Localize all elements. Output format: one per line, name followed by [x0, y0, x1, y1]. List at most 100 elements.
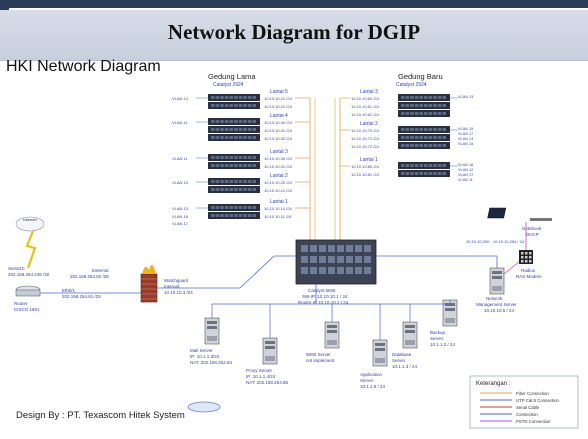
- switch-port: [211, 104, 215, 107]
- switch-port: [405, 172, 410, 175]
- baru-switch: [398, 170, 450, 177]
- switch-port: [424, 104, 428, 107]
- baru-switch: [398, 142, 450, 149]
- baru-switch-ip: 10.10.10.60 /24: [351, 96, 380, 101]
- switch-port: [433, 172, 437, 175]
- switch-port: [405, 112, 410, 115]
- switch-port: [220, 136, 224, 139]
- switch-port: [428, 136, 433, 139]
- baru-switch: [398, 126, 450, 133]
- lama-vlan-label: VLAN 13: [172, 206, 189, 211]
- firewall-flame: [142, 264, 156, 274]
- title-band: [0, 10, 588, 61]
- server-bay: [405, 325, 415, 328]
- switch-port: [229, 120, 233, 123]
- server-name: Mail Server: [190, 348, 213, 353]
- switch-port: [433, 164, 437, 167]
- baru-vlan-label: VLAN 13: [458, 95, 473, 99]
- baru-floor-label: Lantai 1: [360, 157, 378, 163]
- switch-port: [215, 214, 220, 217]
- lama-switch-ip: 10.10.10.42 /24: [264, 136, 293, 141]
- switch-port: [220, 96, 224, 99]
- switch-port: [220, 104, 224, 107]
- baru-vlan-label: VLAN 15: [458, 127, 473, 131]
- switch-port: [234, 206, 238, 209]
- legend-item-label: PSTN Connection: [516, 419, 551, 424]
- switch-port: [234, 156, 238, 159]
- server-panel: [207, 336, 217, 341]
- switch-port: [215, 156, 220, 159]
- switch-port: [433, 104, 437, 107]
- server-panel: [327, 340, 337, 345]
- core-switch-module: [337, 256, 344, 263]
- switch-port: [247, 188, 252, 191]
- switch-port: [234, 136, 238, 139]
- switch-port: [211, 164, 215, 167]
- lama-switch-ip: 10.10.10.21 /24: [264, 188, 293, 193]
- building-baru-subtitle: Catalyst 2924: [396, 82, 427, 88]
- server-detail: Server: [392, 358, 406, 363]
- baru-switch: [398, 102, 450, 109]
- switch-port: [252, 128, 256, 131]
- baru-vlan-label: VLAN 17: [458, 132, 473, 136]
- switch-port: [405, 96, 410, 99]
- core-switch-module: [364, 256, 371, 263]
- notebook-label: Notebook: [522, 226, 542, 231]
- switch-port: [247, 156, 252, 159]
- switch-port: [428, 172, 433, 175]
- router-eth-label: Eth0/1: [62, 288, 76, 293]
- core-switch-module: [301, 245, 308, 252]
- radius-modem-key: [525, 252, 528, 255]
- core-switch-body: [295, 239, 377, 285]
- lama-switch: [208, 102, 260, 109]
- switch-port: [428, 128, 433, 131]
- switch-port: [405, 104, 410, 107]
- lama-switch: [208, 154, 260, 161]
- switch-port: [243, 180, 247, 183]
- core-switch-module: [319, 256, 326, 263]
- switch-port: [419, 112, 423, 115]
- server-detail: Server: [360, 378, 374, 383]
- server-panel: [405, 340, 415, 345]
- switch-port: [234, 120, 238, 123]
- switch-port: [211, 96, 215, 99]
- baru-switch: [398, 94, 450, 101]
- switch-port: [424, 172, 428, 175]
- switch-port: [419, 136, 423, 139]
- switch-port: [410, 172, 414, 175]
- router-eth-ip: 202.158.254.81 /28: [62, 294, 101, 299]
- notebook-base: [530, 218, 552, 221]
- switch-port: [419, 172, 423, 175]
- server-bay: [405, 330, 415, 333]
- switch-port: [442, 112, 446, 115]
- switch-port: [424, 136, 428, 139]
- radius-modem-key: [529, 252, 532, 255]
- cloud-shape: [15, 216, 45, 232]
- baru-switch-ip: 10.10.10.61 /24: [351, 104, 380, 109]
- switch-port: [224, 156, 229, 159]
- internet-label: Internet: [23, 217, 37, 222]
- switch-port: [238, 188, 243, 191]
- switch-port: [234, 164, 238, 167]
- server-bay: [327, 325, 337, 328]
- switch-port: [437, 128, 442, 131]
- radius-label: Radius: [521, 268, 536, 273]
- router-icon: [15, 285, 41, 297]
- notebook-screen: [487, 207, 507, 219]
- switch-port: [215, 104, 220, 107]
- server-bay: [265, 341, 275, 344]
- lama-switch: [208, 118, 260, 125]
- server-bay: [327, 330, 337, 333]
- lama-switch-ip: 10.10.10.10 /24: [264, 206, 293, 211]
- firewall-core-link: [239, 255, 275, 289]
- switch-port: [410, 164, 414, 167]
- switch-port: [247, 96, 252, 99]
- legend-box: [469, 375, 579, 429]
- lama-floor-label: Lantai 1: [270, 199, 288, 205]
- switch-port: [224, 120, 229, 123]
- switch-port: [428, 112, 433, 115]
- server-detail: 10.1.1.3 / 24: [392, 364, 418, 369]
- lama-extra-vlan: VLAN 16: [172, 214, 189, 219]
- switch-port: [247, 214, 252, 217]
